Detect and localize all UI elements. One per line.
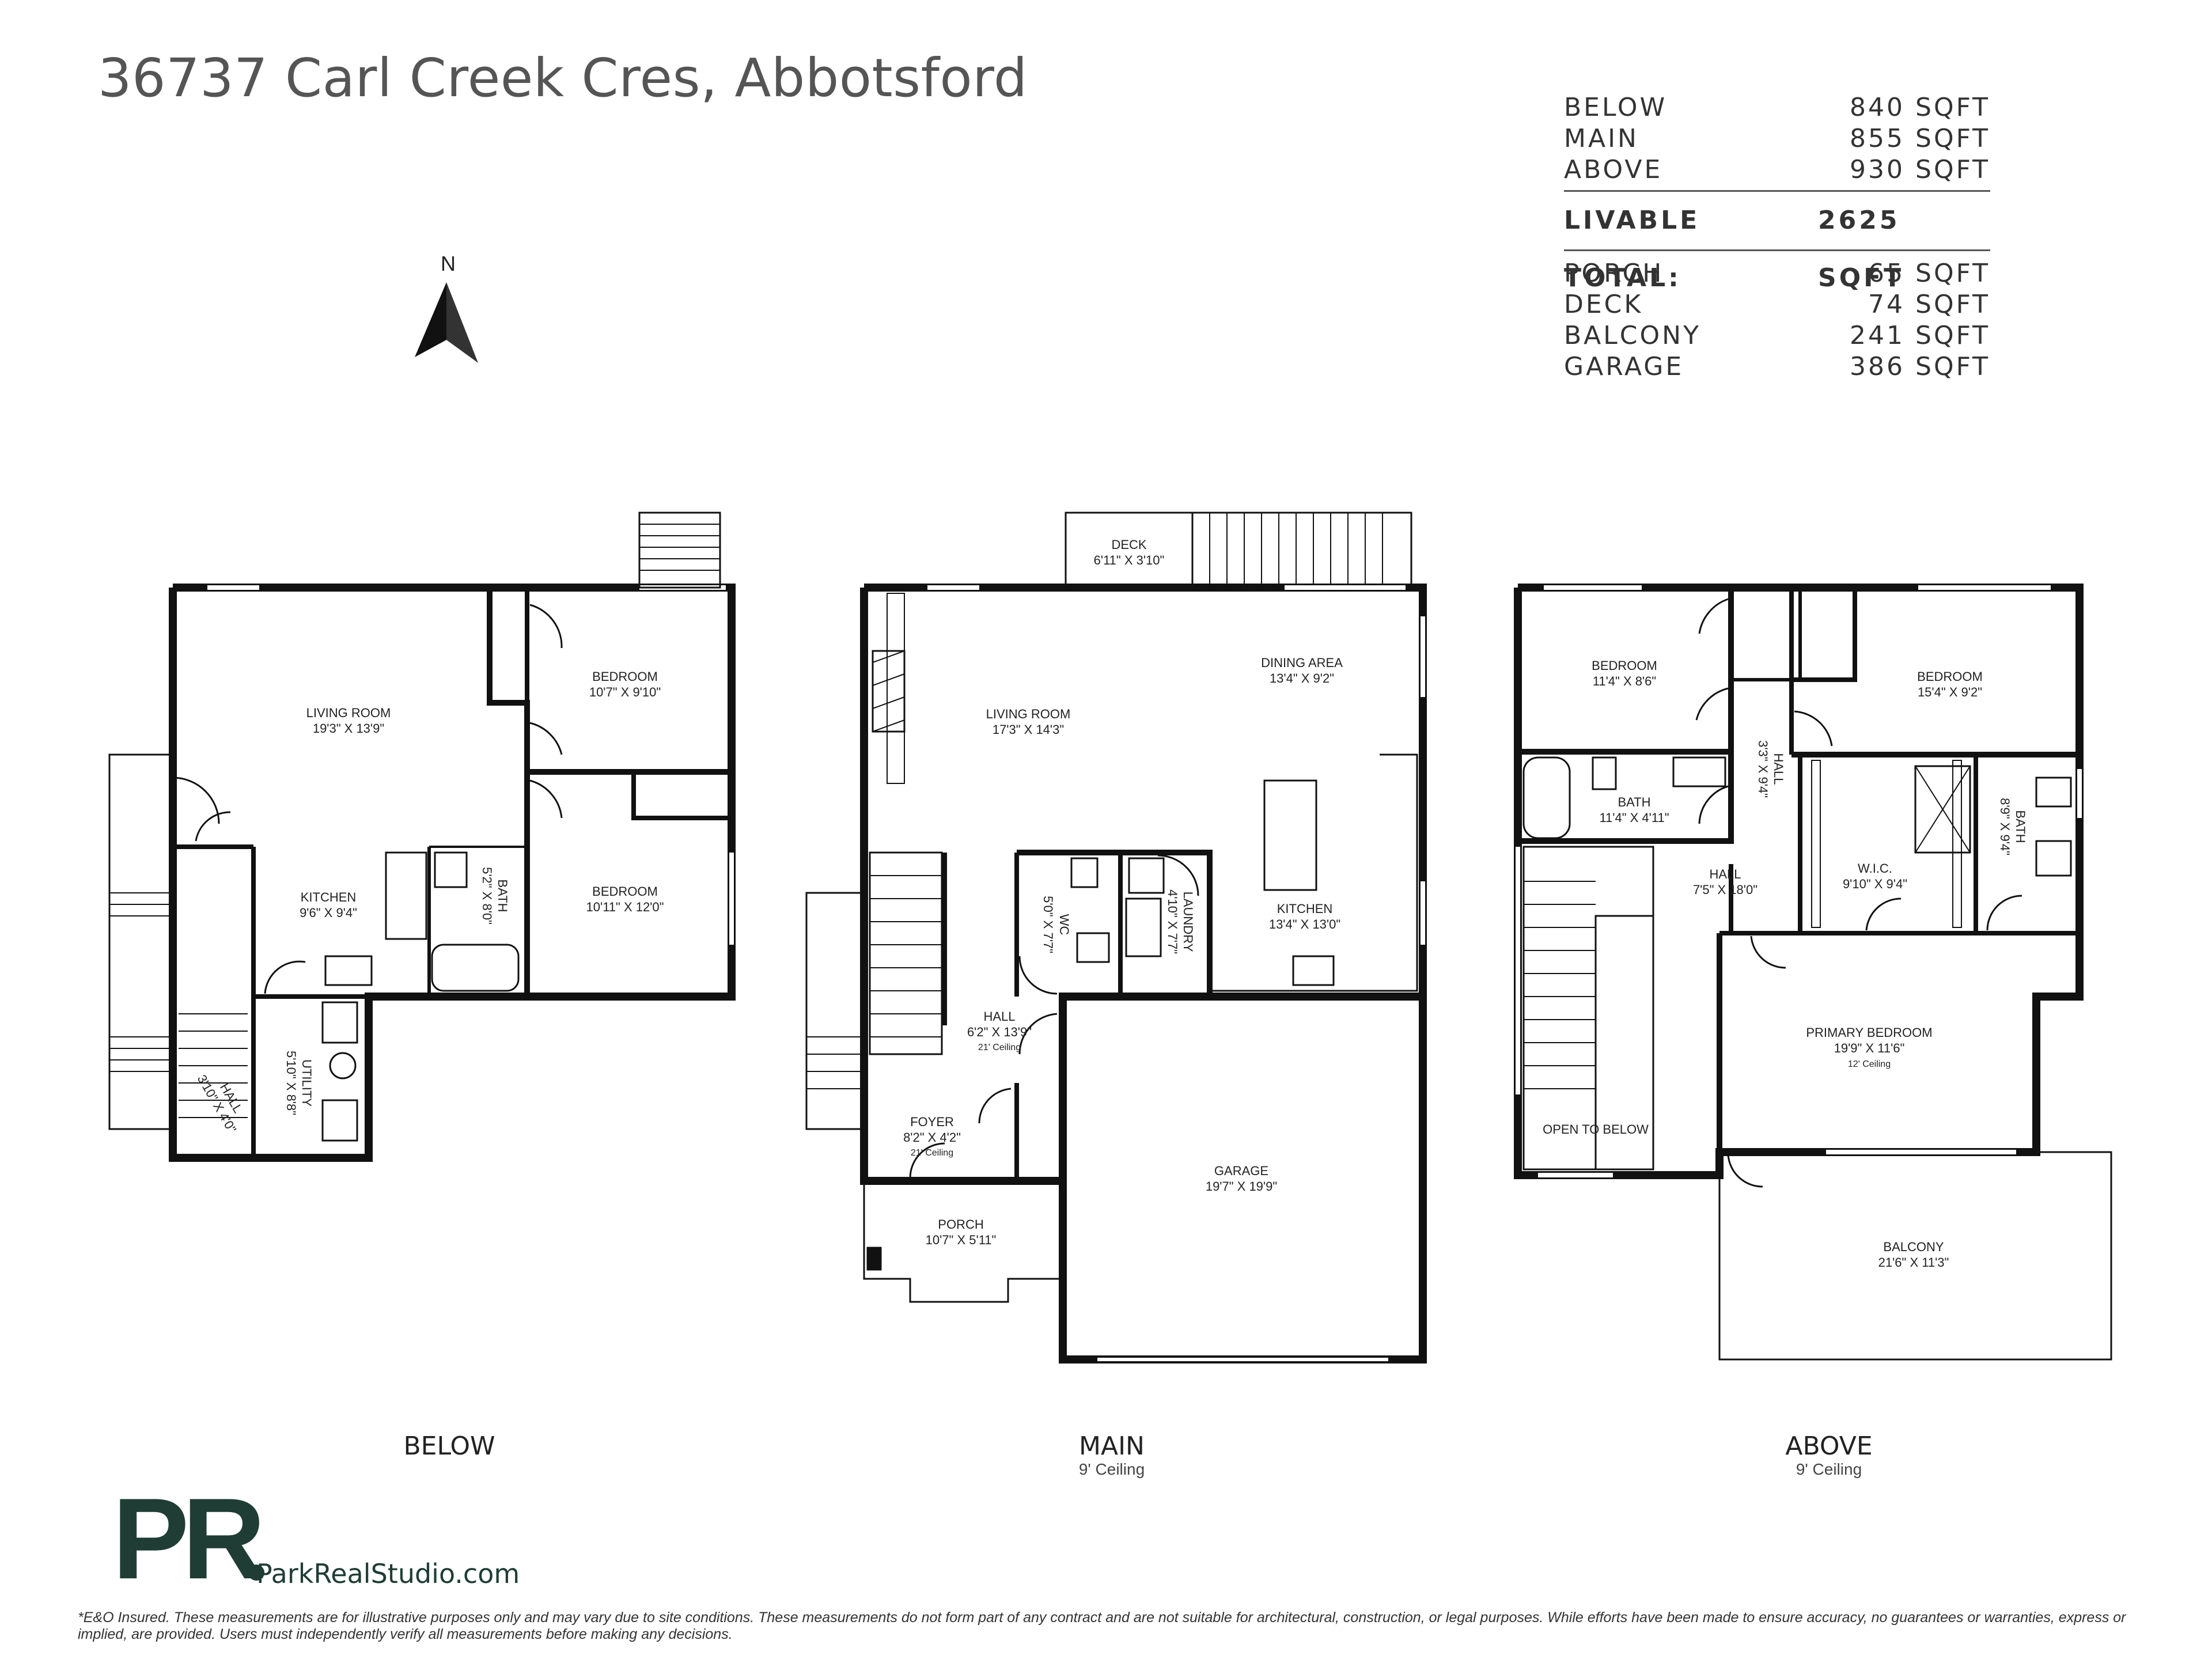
divider bbox=[1564, 249, 1990, 251]
room-note: 21' Ceiling bbox=[978, 1043, 1021, 1052]
room-name: BATH bbox=[2013, 810, 2028, 843]
room-dim: 21'6" X 11'3" bbox=[1878, 1255, 1949, 1270]
room-name: BEDROOM bbox=[1917, 669, 1983, 684]
room-name: LIVING ROOM bbox=[306, 706, 391, 720]
room-name: BATH bbox=[1618, 795, 1650, 809]
room-dim: 4'10" X 7'7" bbox=[1165, 889, 1180, 954]
room-dim: 10'7" X 5'11" bbox=[926, 1233, 997, 1247]
room-name: UTILITY bbox=[300, 1059, 314, 1107]
room-dim: 6'11" X 3'10" bbox=[1094, 553, 1165, 567]
room-name: DINING AREA bbox=[1261, 656, 1343, 670]
stat-value: 241 SQFT bbox=[1850, 321, 1990, 350]
floor-ceiling-main: 9' Ceiling bbox=[1078, 1460, 1145, 1478]
room-name: KITCHEN bbox=[301, 890, 357, 904]
room-dim: 15'4" X 9'2" bbox=[1918, 685, 1982, 699]
stat-value: 840 SQFT bbox=[1850, 93, 1990, 122]
stat-value: 855 SQFT bbox=[1850, 124, 1990, 153]
stat-row-balcony: BALCONY 241 SQFT bbox=[1564, 320, 1990, 351]
room-dim: 5'0" X 7'7" bbox=[1041, 896, 1055, 953]
north-label: N bbox=[441, 252, 456, 275]
room-name: HALL bbox=[1709, 867, 1741, 881]
logo-text: PR bbox=[112, 1492, 263, 1590]
room-name: PRIMARY BEDROOM bbox=[1806, 1025, 1932, 1040]
stat-value: 930 SQFT bbox=[1850, 155, 1990, 184]
floor-label-below: BELOW bbox=[403, 1431, 495, 1461]
room-name: KITCHEN bbox=[1277, 902, 1333, 916]
room-dim: 11'4" X 4'11" bbox=[1599, 810, 1669, 825]
stat-value: 65 SQFT bbox=[1868, 259, 1990, 288]
room-dim: 19'7" X 19'9" bbox=[1206, 1179, 1277, 1194]
main-room-labels: DECK 6'11" X 3'10" LIVING ROOM 17'3" X 1… bbox=[903, 537, 1343, 1247]
stat-row-porch: PORCH 65 SQFT bbox=[1564, 258, 1990, 289]
room-dim: 6'2" X 13'9" bbox=[967, 1025, 1032, 1039]
stat-value: 386 SQFT bbox=[1850, 352, 1990, 381]
stat-label: GARAGE bbox=[1564, 352, 1684, 381]
above-room-labels: BEDROOM 11'4" X 8'6" BEDROOM 15'4" X 9'2… bbox=[1543, 658, 2028, 1270]
room-dim: 17'3" X 14'3" bbox=[993, 722, 1064, 737]
floor-label-main: MAIN bbox=[1079, 1431, 1145, 1461]
disclaimer-text: *E&O Insured. These measurements are for… bbox=[78, 1609, 2126, 1642]
room-dim: 9'6" X 9'4" bbox=[300, 906, 357, 920]
room-dim: 13'4" X 13'0" bbox=[1269, 917, 1340, 931]
park-real-studio-logo: PR bbox=[112, 1492, 270, 1590]
room-dim: 7'5" X 18'0" bbox=[1693, 882, 1758, 897]
room-name: BALCONY bbox=[1883, 1240, 1944, 1254]
room-dim: 8'2" X 4'2" bbox=[903, 1130, 961, 1145]
floor-label-above: ABOVE bbox=[1785, 1431, 1873, 1461]
room-name: BEDROOM bbox=[1592, 658, 1657, 673]
stat-row-below: BELOW 840 SQFT bbox=[1564, 92, 1990, 123]
stat-value: 2625 SQFT bbox=[1818, 206, 1904, 293]
room-name: LAUNDRY bbox=[1181, 892, 1195, 952]
stat-label: DECK bbox=[1564, 290, 1643, 319]
stat-label: PORCH bbox=[1564, 259, 1664, 288]
room-name: WC bbox=[1057, 914, 1071, 935]
room-dim: 11'4" X 8'6" bbox=[1593, 674, 1656, 688]
north-arrow-icon: N bbox=[415, 252, 478, 363]
room-dim: 8'9" X 9'4" bbox=[1998, 798, 2012, 855]
room-note: 12' Ceiling bbox=[1848, 1059, 1891, 1069]
area-summary-table: BELOW 840 SQFT MAIN 855 SQFT ABOVE 930 SQFT… bbox=[1564, 92, 1990, 382]
room-dim: 19'9" X 11'6" bbox=[1834, 1041, 1905, 1055]
room-dim: 10'7" X 9'10" bbox=[589, 685, 661, 699]
room-dim: 13'4" X 9'2" bbox=[1270, 671, 1334, 685]
below-floor-plan bbox=[108, 512, 736, 1162]
stat-row-above: ABOVE 930 SQFT bbox=[1564, 154, 1990, 185]
stat-label: MAIN bbox=[1564, 124, 1639, 153]
room-name: BEDROOM bbox=[592, 669, 658, 684]
room-name: DECK bbox=[1111, 537, 1146, 552]
room-note: 21' Ceiling bbox=[911, 1148, 953, 1158]
floor-ceiling-above: 9' Ceiling bbox=[1796, 1460, 1862, 1478]
room-dim: 5'10" X 8'8" bbox=[284, 1051, 298, 1115]
room-name: W.I.C. bbox=[1858, 861, 1892, 876]
room-dim: 5'2" X 8'0" bbox=[480, 867, 494, 925]
property-address-title: 36737 Carl Creek Cres, Abbotsford bbox=[98, 47, 1028, 109]
room-name: FOYER bbox=[910, 1115, 954, 1129]
stat-row-main: MAIN 855 SQFT bbox=[1564, 123, 1990, 154]
room-name: GARAGE bbox=[1214, 1164, 1268, 1178]
room-name: BEDROOM bbox=[592, 884, 658, 899]
stat-value: 74 SQFT bbox=[1868, 290, 1990, 319]
room-dim: 3'3" X 9'4" bbox=[1756, 740, 1770, 798]
stat-row-deck: DECK 74 SQFT bbox=[1564, 289, 1990, 320]
stat-label: BELOW bbox=[1564, 93, 1668, 122]
room-dim: 19'3" X 13'9" bbox=[313, 721, 384, 736]
stat-label: ABOVE bbox=[1564, 155, 1663, 184]
divider bbox=[1564, 190, 1990, 192]
main-floor-plan bbox=[805, 512, 1427, 1363]
room-name: LIVING ROOM bbox=[986, 707, 1071, 721]
stat-label: LIVABLE TOTAL: bbox=[1564, 206, 1700, 293]
room-dim: 10'11" X 12'0" bbox=[586, 900, 664, 914]
above-floor-plan bbox=[1514, 584, 2112, 1361]
brand-url: ParkRealStudio.com bbox=[256, 1558, 520, 1589]
room-name: PORCH bbox=[938, 1217, 983, 1232]
room-name: OPEN TO BELOW bbox=[1543, 1122, 1649, 1137]
room-name: HALL bbox=[1771, 753, 1786, 785]
room-dim: 9'10" X 9'4" bbox=[1843, 877, 1907, 891]
room-name: BATH bbox=[495, 879, 510, 912]
room-name: HALL bbox=[983, 1009, 1015, 1024]
stat-label: BALCONY bbox=[1564, 321, 1701, 350]
stat-row-garage: GARAGE 386 SQFT bbox=[1564, 351, 1990, 382]
stat-row-total: LIVABLE TOTAL: 2625 SQFT bbox=[1564, 192, 1990, 293]
